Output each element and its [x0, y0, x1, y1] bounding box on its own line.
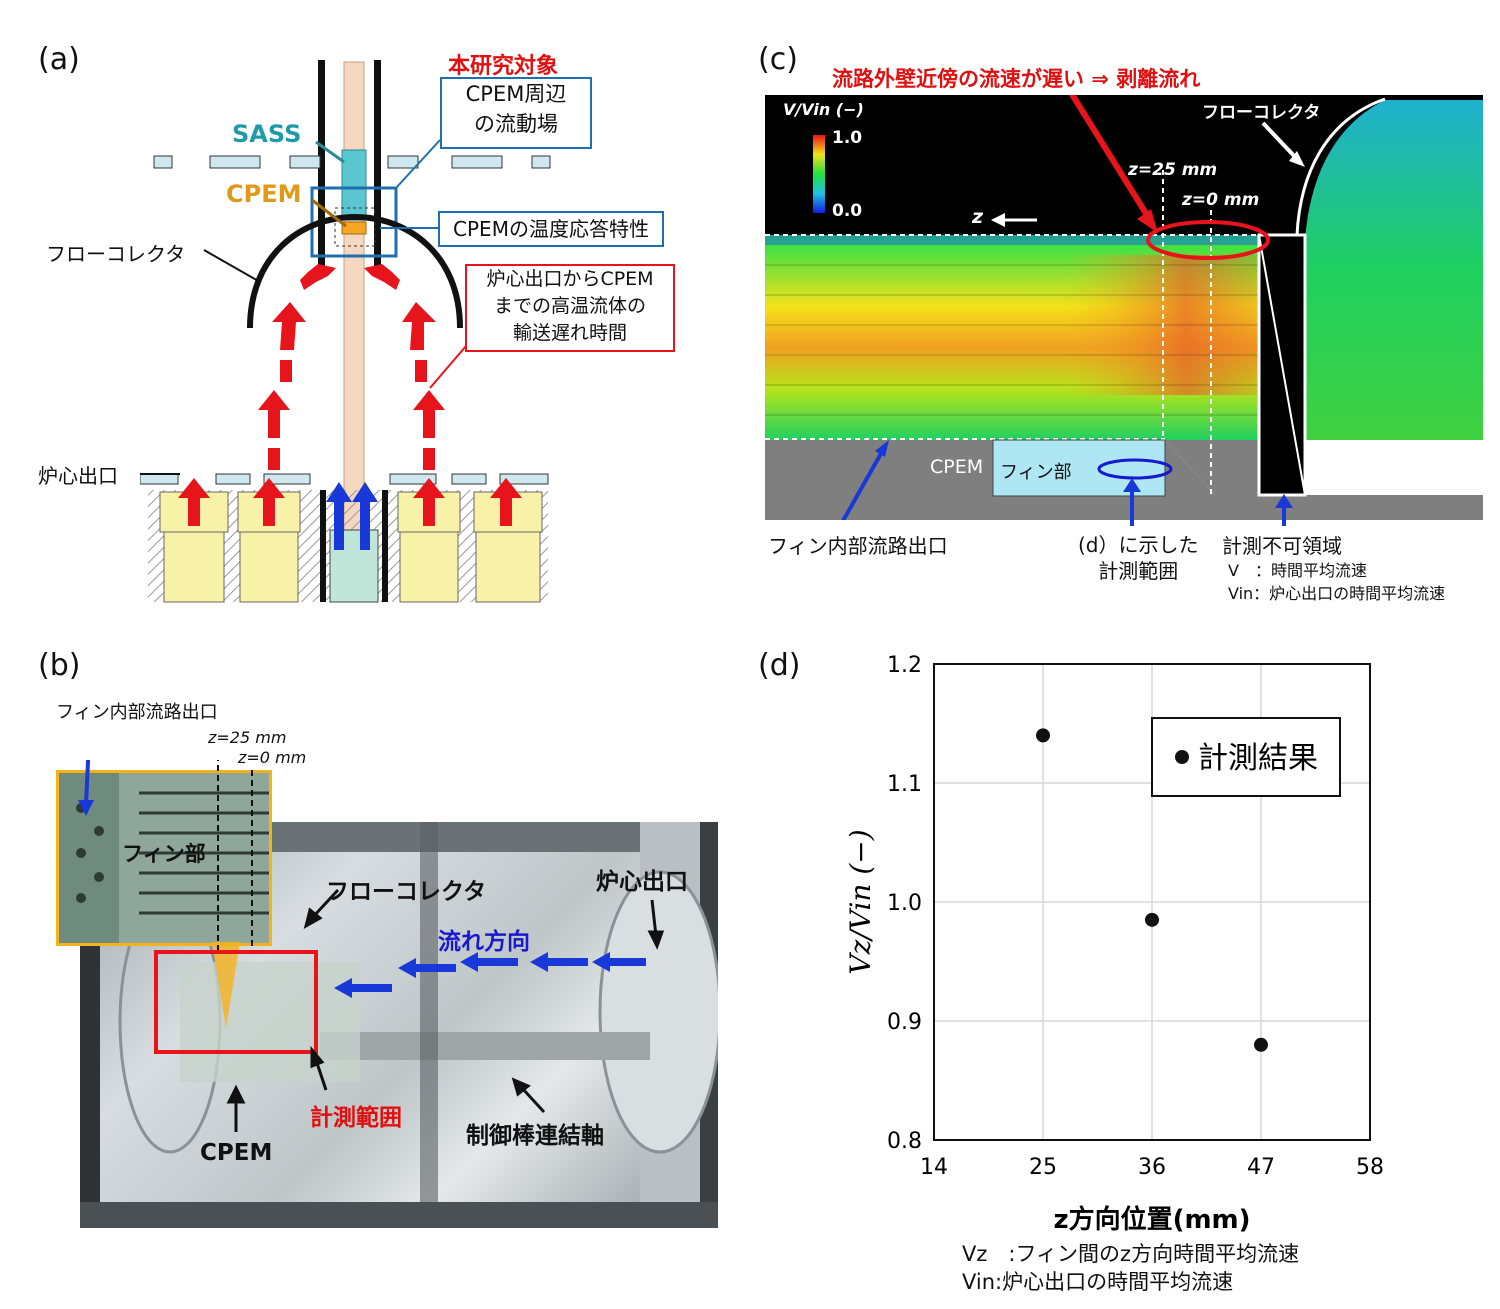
plot-frame	[933, 663, 1371, 1141]
measure-range-label-b: 計測範囲	[310, 1105, 402, 1131]
fin-outlet-arrowhead	[875, 440, 889, 457]
flow-field-label: CPEM周辺 の流動場	[440, 77, 592, 149]
flow-collector-label-c: フローコレクタ	[1202, 103, 1321, 123]
core-red-arrows	[178, 478, 522, 526]
fin-outlet-label-c: フィン内部流路出口	[768, 534, 948, 558]
core-outlet-label-a: 炉心出口	[38, 464, 118, 488]
panel-c-label: (c)	[758, 42, 798, 77]
legend-v: V ：時間平均流速	[1228, 561, 1367, 580]
footnote-vin: Vin:炉心出口の時間平均流速	[962, 1270, 1234, 1294]
cpem-dashed-box	[334, 207, 376, 247]
red-flow-arrows	[258, 264, 445, 470]
flow-collector-arc	[247, 214, 463, 329]
z0-label-c: z=0 mm	[1182, 190, 1260, 210]
separation-arrowhead	[1137, 209, 1158, 233]
cpem-label-a: CPEM	[226, 180, 302, 208]
y-tick-label: 1.2	[887, 653, 922, 678]
piv-vector-field	[765, 95, 1483, 520]
x-tick-label: 14	[920, 1155, 948, 1180]
collector-arrowhead	[1289, 151, 1305, 167]
legend-vin: Vin：炉心出口の時間平均流速	[1228, 584, 1446, 603]
core-blue-arrows	[326, 482, 378, 550]
y-axis-label: Vz/Vin (−)	[844, 829, 877, 974]
slope-gray	[1165, 440, 1265, 495]
collector-arrow	[1261, 121, 1299, 161]
measure-range-label-c: (d）に示した 計測範囲	[1078, 533, 1199, 583]
vector-texture	[765, 264, 1265, 416]
sass-label: SASS	[232, 120, 302, 148]
flow-box-pointer	[395, 139, 441, 189]
upper-plates	[153, 155, 551, 169]
separation-ellipse	[1146, 220, 1270, 260]
separation-headline: 流路外壁近傍の流速が遅い ⇒ 剥離流れ	[832, 67, 1201, 91]
core-outlet-plates	[140, 473, 549, 485]
collector-pointer	[203, 249, 261, 283]
y-tick-label: 1.1	[887, 772, 922, 797]
colorbar-min: 0.0	[832, 201, 863, 221]
fin-part-label-c: フィン部	[1000, 462, 1072, 483]
hot-region	[1065, 255, 1265, 395]
y-tick-label: 1.0	[887, 891, 922, 916]
fin-inset-photo	[56, 770, 272, 946]
panel-b-label: (b)	[38, 648, 81, 683]
x-tick-label: 25	[1029, 1155, 1057, 1180]
fin-outlet-label-b: フィン内部流路出口	[56, 702, 218, 723]
x-axis-label: z方向位置(mm)	[1053, 1204, 1250, 1235]
colorbar-max: 1.0	[832, 128, 863, 148]
target-title: 本研究対象	[448, 54, 559, 79]
z-axis-arrowhead	[991, 213, 1005, 227]
blue-pointers-c	[1123, 478, 1293, 526]
cpem-label-c: CPEM	[930, 456, 984, 478]
z0-label-b: z=0 mm	[238, 748, 307, 767]
flow-collector-label-a: フローコレクタ	[46, 242, 186, 266]
data-point	[1145, 912, 1159, 927]
measure-ellipse	[1097, 458, 1173, 480]
wall-slow-layer	[765, 235, 1265, 245]
legend-marker	[1175, 750, 1189, 764]
scatter-chart: 14 25 36 47 58 0.8 0.9 1.0 1.1 1.2 z方向位置(mm) Vz/Vin…	[844, 653, 1384, 1235]
fin-part-label-b: フィン部	[122, 842, 206, 866]
footnote-vz: Vz :フィン間のz方向時間平均流速	[962, 1242, 1300, 1266]
core-outlet-label-b: 炉心出口	[596, 869, 688, 895]
collector-curve	[1295, 97, 1386, 236]
y-tick-label: 0.9	[887, 1010, 922, 1035]
sass-element	[341, 149, 367, 221]
unmeasurable-label: 計測不可領域	[1222, 534, 1342, 558]
delay-pointer	[429, 345, 467, 389]
colorbar-title: V/Vin (−)	[783, 100, 864, 119]
sass-pointer	[315, 140, 345, 164]
z25-label-b: z=25 mm	[208, 728, 287, 747]
x-tick-label: 47	[1247, 1155, 1275, 1180]
collector-flow-region	[1305, 100, 1483, 440]
temp-response-label: CPEMの温度応答特性	[438, 211, 664, 247]
fin-outlet-arrow	[841, 449, 885, 520]
unmeasurable-diagonal	[1258, 234, 1306, 496]
photo-overlays	[78, 760, 665, 1132]
channel-wall-left	[320, 490, 326, 602]
panel-d-label: (d)	[758, 648, 801, 683]
legend-label: 計測結果	[1198, 741, 1318, 776]
delay-time-label: 炉心出口からCPEM までの高温流体の 輸送遅れ時間	[465, 264, 675, 352]
wall-left	[318, 60, 325, 270]
x-tick-label: 36	[1138, 1155, 1166, 1180]
flow-collector-label-b: フローコレクタ	[326, 879, 487, 905]
channel-wall-right	[382, 490, 388, 602]
control-rod-label: 制御棒連結軸	[466, 1123, 604, 1149]
data-point	[1036, 728, 1050, 743]
cpem-pointer	[311, 198, 347, 228]
panel-a-label: (a)	[38, 42, 80, 77]
cpem-element	[341, 221, 367, 235]
flow-direction-label: 流れ方向	[438, 929, 530, 955]
cpem-label-b: CPEM	[200, 1140, 273, 1166]
reactor-diagram	[140, 60, 551, 603]
x-tick-label: 58	[1356, 1155, 1384, 1180]
separation-arrow	[1068, 95, 1153, 222]
z-axis-label: z	[972, 206, 984, 228]
data-point	[1254, 1037, 1268, 1052]
wall-right	[374, 60, 381, 270]
colorbar	[813, 135, 825, 213]
z25-label-c: z=25 mm	[1128, 160, 1218, 180]
y-tick-label: 0.8	[887, 1129, 922, 1154]
